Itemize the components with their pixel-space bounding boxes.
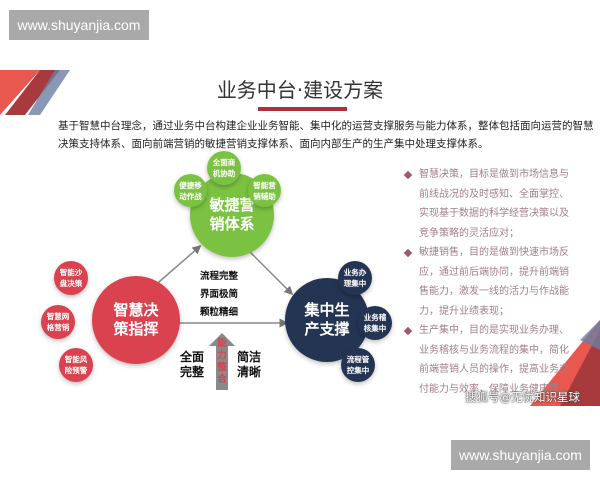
green-sub-circle: 全面商机协助 bbox=[207, 151, 241, 185]
navy-sub-circle: 业务稽核集中 bbox=[358, 306, 392, 340]
red-sub-circle: 智能沙盘决策 bbox=[54, 261, 88, 295]
navy-sub-circle: 流程管控集中 bbox=[341, 348, 375, 382]
left-label: 全面完整 bbox=[180, 350, 205, 379]
intro-text: 基于智慧中台理念，通过业务中台构建企业业务智能、集中化的运营支撑服务与能力体系，… bbox=[58, 120, 594, 150]
navy-sub-circle: 业务办理集中 bbox=[338, 261, 372, 295]
red-sub-circle: 智慧网格营销 bbox=[41, 305, 75, 339]
arrow-green-navy bbox=[242, 244, 294, 296]
center-features: 流程完整 界面极简 颗粒精细 bbox=[189, 268, 249, 322]
title-underline bbox=[258, 107, 347, 111]
corner-decoration-bottom bbox=[530, 320, 600, 406]
bullet-item: 生产集中，目的是实现业务办理、业务稽核与业务流程的集中，简化前端营销人员的操作，… bbox=[403, 321, 575, 399]
center-feature: 颗粒精细 bbox=[199, 307, 238, 318]
up-arrow bbox=[209, 333, 235, 390]
diamond-icon bbox=[403, 170, 413, 180]
red-main-circle: 智慧决策指挥 bbox=[92, 276, 180, 364]
green-sub-circle: 智能营销辅助 bbox=[248, 174, 281, 207]
center-feature: 流程完整 bbox=[199, 271, 238, 282]
arrow-label: 能力整合 bbox=[217, 338, 227, 385]
watermark-top: www.shuyanjia.com bbox=[9, 10, 149, 40]
red-sub-circle: 智能风险预警 bbox=[59, 348, 93, 382]
bullet-item: 智慧决策，目标是做到市场信息与前线战况的及时感知、全面掌控、实现基于数据的科学经… bbox=[403, 165, 575, 243]
center-feature: 界面极简 bbox=[199, 289, 238, 300]
bullet-item: 敏捷销售，目的是做到快速市场反应，通过前后端协同，提升前端销售能力，激发一线的活… bbox=[403, 243, 575, 321]
bullet-list: 智慧决策，目标是做到市场信息与前线战况的及时感知、全面掌控、实现基于数据的科学经… bbox=[403, 165, 575, 399]
sohu-watermark: 搜狐号@无忧知识星球 bbox=[465, 390, 580, 404]
corner-decoration-top bbox=[0, 70, 70, 115]
right-label: 简洁清晰 bbox=[237, 350, 262, 379]
page-title: 业务中台·建设方案 bbox=[216, 78, 384, 102]
green-sub-circle: 便捷移动作战 bbox=[174, 174, 207, 207]
diamond-icon bbox=[403, 326, 413, 336]
watermark-bottom: www.shuyanjia.com bbox=[451, 440, 590, 470]
arrow-green-red bbox=[148, 245, 202, 291]
diamond-icon bbox=[403, 248, 413, 258]
